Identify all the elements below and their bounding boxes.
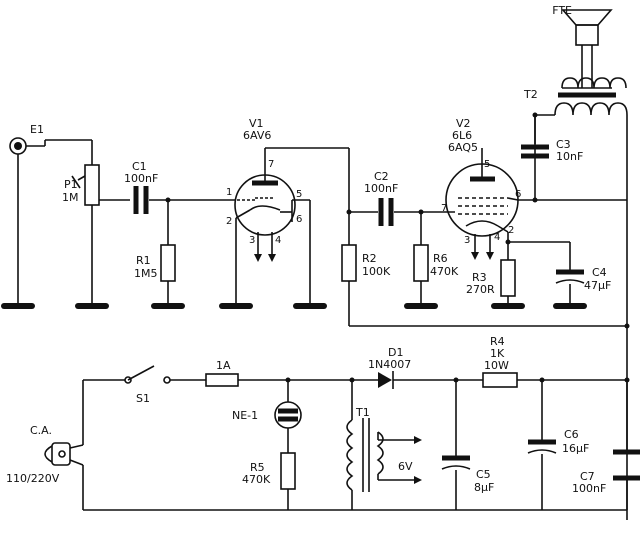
ne1-label: NE-1 [232,409,258,422]
v2-pin4: 4 [494,232,500,243]
mains-label: 110/220V [6,472,60,485]
resistor-r6 [404,209,438,309]
v1-label: V1 [249,117,264,130]
d1-value: 1N4007 [368,358,411,371]
input-jack-e1 [1,137,92,309]
c2-value: 100nF [364,182,398,195]
v2-pin5: 5 [484,159,490,170]
v1-pin4: 4 [275,235,281,246]
tube-v2 [445,115,627,260]
t1-label: T1 [355,406,370,419]
capacitor-c4 [553,242,587,309]
e1-label: E1 [30,123,44,136]
r4-label: R4 [490,335,505,348]
capacitor-c5 [441,377,471,510]
v2-label: V2 [456,117,471,130]
fuse-label: 1A [216,359,231,372]
r6-value: 470K [430,265,459,278]
mains-plug [44,442,84,466]
r6-label: R6 [433,252,448,265]
capacitor-c6 [527,377,557,510]
t2-label: T2 [523,88,538,101]
s1-label: S1 [136,392,150,405]
v1-pin3: 3 [249,235,255,246]
d1-label: D1 [388,346,403,359]
r5-value: 470K [242,473,271,486]
ca-label: C.A. [30,424,52,437]
c7-value: 100nF [572,482,606,495]
r1-value: 1M5 [134,267,158,280]
p1-label: P1 [64,178,78,191]
v1-type: 6AV6 [243,129,271,142]
potentiometer-p1 [71,140,130,309]
filament-transformer-t1 [346,377,422,510]
v1-pin2: 2 [226,216,232,227]
c5-label: C5 [476,468,491,481]
tube-v1 [219,147,350,309]
6v-label: 6V [398,460,413,473]
resistor-r5 [280,452,296,510]
c4-value: 47µF [584,279,611,292]
c2-label: C2 [374,170,389,183]
capacitor-c7 [613,323,640,481]
r2-value: 100K [362,265,391,278]
c7-label: C7 [580,470,595,483]
v1-pin6: 6 [296,214,302,225]
resistor-r1 [151,197,185,309]
resistor-r3 [491,242,525,309]
v2-pin3: 3 [464,235,470,246]
switch-s1 [124,365,206,384]
r2-label: R2 [362,252,377,265]
capacitor-c3 [521,112,549,159]
r5-label: R5 [250,461,265,474]
r1-label: R1 [136,254,151,267]
speaker-label: FTE [552,4,572,17]
c1-value: 100nF [124,172,158,185]
c4-label: C4 [592,266,607,279]
r4-value2: 10W [484,359,509,372]
capacitor-c1 [133,186,232,214]
c6-value: 16µF [562,442,589,455]
c3-label: C3 [556,138,571,151]
r4-value1: 1K [490,347,505,360]
v2-pin2: 2 [508,225,514,236]
c5-value: 8µF [474,481,494,494]
v1-pin1: 1 [226,187,232,198]
resistor-r4 [482,372,627,388]
v2-type1: 6L6 [452,129,472,142]
v2-type2: 6AQ5 [448,141,478,154]
r3-value: 270R [466,283,495,296]
power-supply-wiring [82,379,628,511]
v2-pin7: 7 [441,203,447,214]
speaker-fte [561,9,613,89]
c1-label: C1 [132,160,147,173]
r3-label: R3 [472,271,487,284]
p1-value: 1M [62,191,79,204]
diode-d1 [378,371,483,389]
capacitor-c2 [378,198,455,226]
c6-label: C6 [564,428,579,441]
v1-pin5: 5 [296,189,302,200]
resistor-r2 [341,209,627,327]
neon-lamp-ne1 [274,377,302,453]
v1-pin7: 7 [268,159,274,170]
v2-pin6: 6 [515,189,521,200]
c3-value: 10nF [556,150,583,163]
fuse [205,373,378,387]
